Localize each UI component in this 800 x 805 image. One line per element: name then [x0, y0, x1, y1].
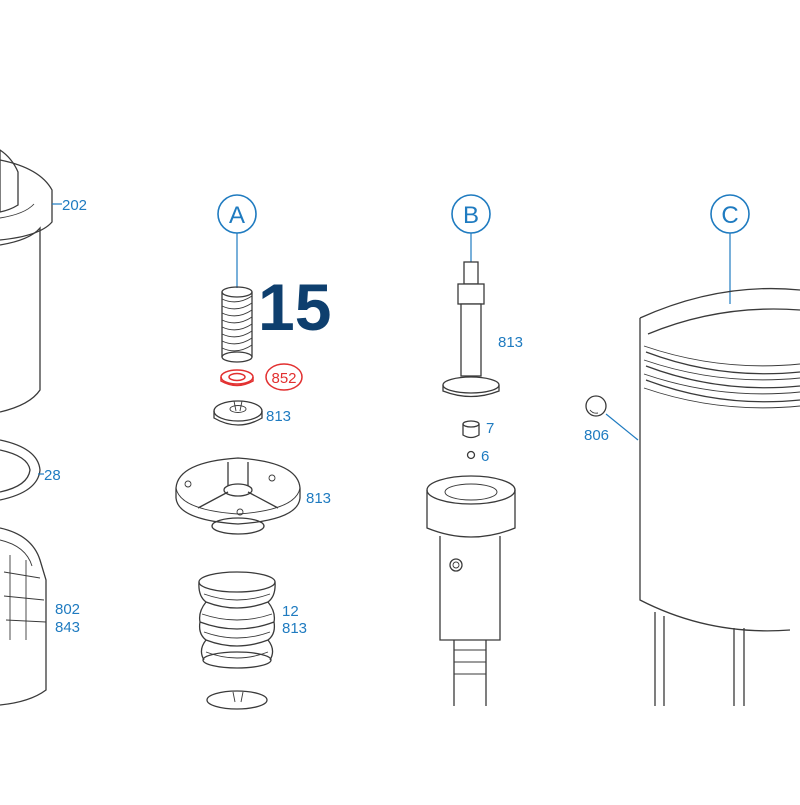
callout-852-ring [265, 363, 303, 391]
housing-202 [0, 149, 53, 413]
callout-202: 202 [62, 197, 87, 214]
main-spring-12 [198, 571, 276, 669]
ball-806 [585, 395, 607, 417]
spring-plate-813 [175, 457, 301, 535]
ball-6 [466, 450, 476, 460]
callout-6: 6 [481, 448, 489, 465]
section-c-label: C [721, 202, 738, 229]
section-b-label: B [463, 202, 479, 229]
callout-802: 802 [55, 601, 80, 618]
shim-852-highlighted [220, 369, 254, 387]
callout-813-stem: 813 [498, 334, 523, 351]
callout-852: 852 [271, 370, 296, 387]
valve-stem-813 [442, 261, 500, 398]
callout-28: 28 [44, 467, 61, 484]
cylinder-sleeve [639, 287, 800, 706]
small-spring [221, 286, 253, 363]
section-a-label: A [229, 202, 245, 229]
valve-body [426, 475, 516, 706]
leader-806 [605, 413, 639, 441]
callout-806: 806 [584, 427, 609, 444]
lower-washer [206, 690, 268, 710]
nut-802-843 [0, 527, 47, 706]
callout-843: 843 [55, 619, 80, 636]
pin-7 [462, 420, 480, 439]
callout-12: 12 [282, 603, 299, 620]
split-washer-813 [213, 400, 263, 426]
figure-number: 15 [258, 270, 331, 344]
callout-813-spring: 813 [282, 620, 307, 637]
callout-813-washer: 813 [266, 408, 291, 425]
callout-813-plate: 813 [306, 490, 331, 507]
callout-7: 7 [486, 420, 494, 437]
o-ring-28 [0, 439, 41, 501]
